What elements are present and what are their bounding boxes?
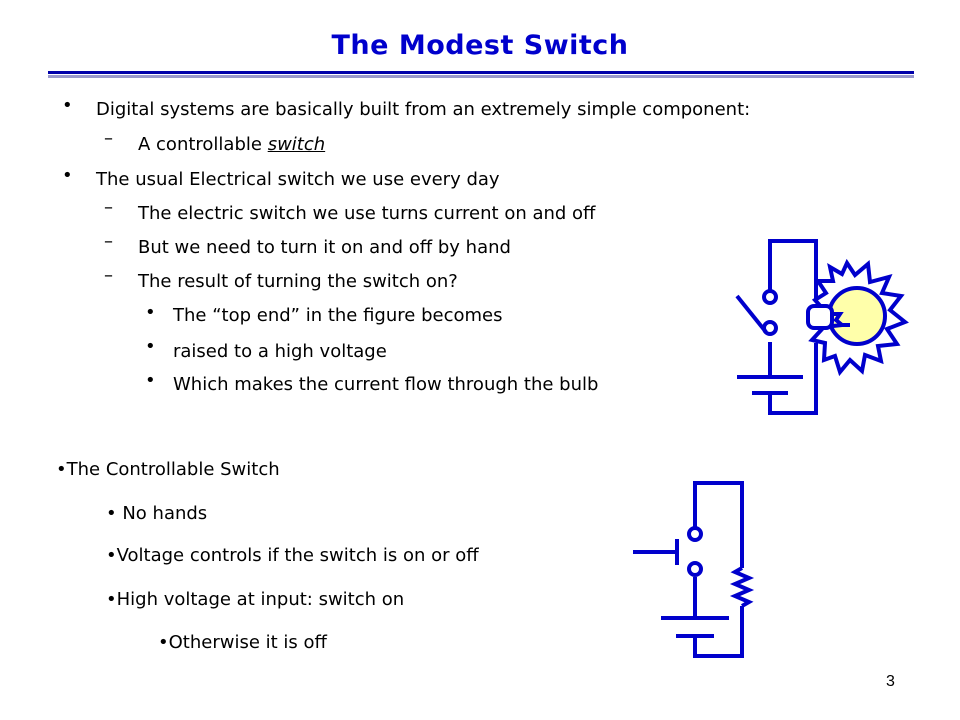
bullet-mark: • (145, 302, 156, 323)
title-rule-light (48, 75, 914, 78)
title-rule-dark (48, 71, 914, 74)
bullet-usual-switch: The usual Electrical switch we use every… (96, 169, 500, 190)
dash-mark: – (104, 197, 113, 218)
bullet-mark: • (145, 336, 156, 357)
manual-switch-bulb-circuit (735, 239, 909, 415)
page-number: 3 (886, 673, 895, 690)
bullet-high-voltage-input: •High voltage at input: switch on (106, 589, 405, 610)
dash-mark: – (104, 128, 113, 149)
sub-sub-bullet-current-flow: Which makes the current flow through the… (173, 374, 599, 395)
slide-title: The Modest Switch (331, 30, 629, 61)
bullet-digital-systems: Digital systems are basically built from… (96, 99, 751, 120)
switch-emphasis: switch (267, 134, 326, 155)
sub-bullet-electric-switch: The electric switch we use turns current… (138, 203, 596, 224)
bullet-mark: • (145, 370, 156, 391)
sub-bullet-controllable-switch: A controllable switch (138, 134, 325, 155)
bullet-mark: • (62, 95, 73, 116)
switch-prefix: A controllable (138, 134, 268, 155)
sub-sub-bullet-top-end: The “top end” in the figure becomes (173, 305, 503, 326)
sub-bullet-by-hand: But we need to turn it on and off by han… (138, 237, 511, 258)
bullet-no-hands: • No hands (106, 503, 208, 524)
sub-sub-bullet-raised: raised to a high voltage (173, 341, 387, 362)
bullet-mark: • (62, 165, 73, 186)
bullet-voltage-controls: •Voltage controls if the switch is on or… (106, 545, 479, 566)
bullet-controllable-switch-title: •The Controllable Switch (56, 459, 280, 480)
sub-bullet-result: The result of turning the switch on? (138, 271, 458, 292)
dash-mark: – (104, 231, 113, 252)
controlled-switch-circuit (633, 481, 755, 658)
dash-mark: – (104, 265, 113, 286)
bullet-otherwise-off: •Otherwise it is off (158, 632, 327, 653)
